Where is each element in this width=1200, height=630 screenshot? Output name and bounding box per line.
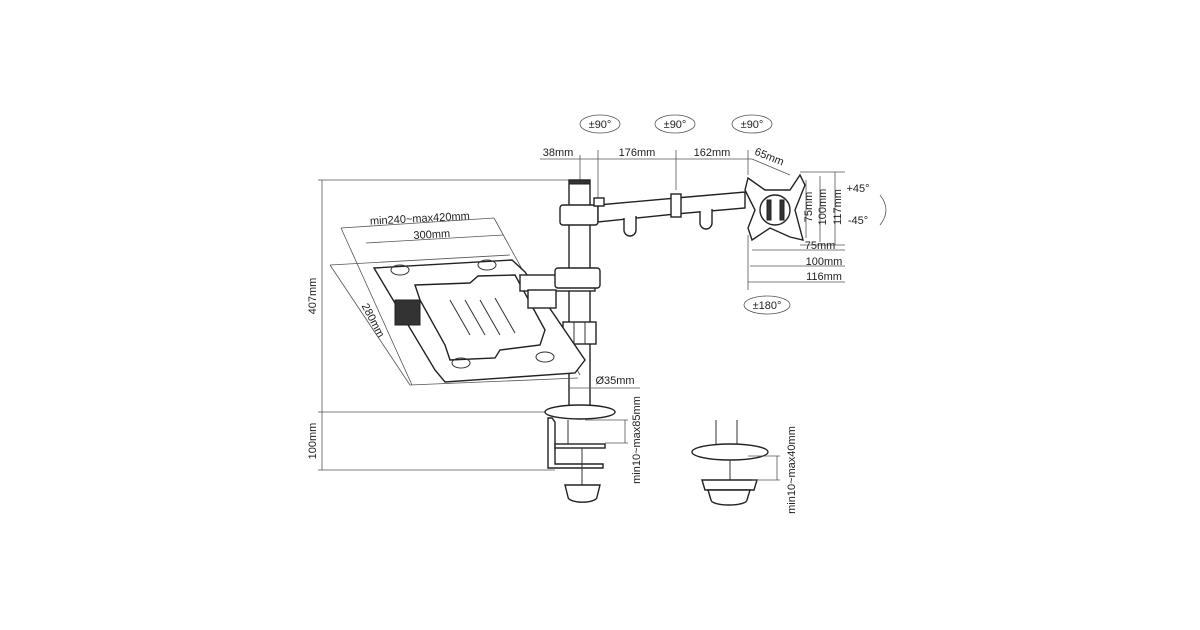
vesa-plate bbox=[744, 171, 887, 290]
tray-width-label: 300mm bbox=[413, 228, 450, 242]
vesa-horizontal-100-label: 100mm bbox=[806, 256, 843, 268]
arm-segment-2-label: 162mm bbox=[694, 147, 731, 159]
svg-text:±180°: ±180° bbox=[753, 300, 782, 312]
rotation-label-joint2: ±90° bbox=[654, 114, 696, 134]
svg-text:±90°: ±90° bbox=[589, 119, 612, 131]
height-dimension-lines bbox=[318, 179, 580, 471]
svg-text:±90°: ±90° bbox=[664, 119, 687, 131]
head-depth-label: 65mm bbox=[753, 146, 786, 169]
rotation-label-joint3: ±90° bbox=[731, 114, 773, 134]
arm-dimension-line bbox=[540, 150, 791, 200]
rotation-label-joint1: ±90° bbox=[579, 114, 621, 134]
pole-diameter-label: Ø35mm bbox=[595, 375, 634, 387]
vesa-horizontal-116-label: 116mm bbox=[806, 271, 842, 283]
vesa-vertical-100-label: 100mm bbox=[817, 189, 829, 226]
pole-height-label: 407mm bbox=[307, 278, 319, 315]
tray-depth-label: 280mm bbox=[359, 302, 387, 340]
tilt-down-label: -45° bbox=[848, 215, 868, 227]
arm-segment-1-label: 176mm bbox=[619, 147, 656, 159]
laptop-tray bbox=[329, 217, 601, 386]
tilt-up-label: +45° bbox=[846, 183, 869, 195]
clamp-range-label: min10~max85mm bbox=[631, 396, 643, 484]
vesa-horizontal-75-label: 75mm bbox=[805, 240, 836, 252]
rotation-label-vesa: ±180° bbox=[743, 295, 791, 315]
pole-offset-label: 38mm bbox=[543, 147, 574, 159]
vesa-vertical-117-label: 117mm bbox=[832, 189, 844, 225]
vesa-vertical-75-label: 75mm bbox=[803, 192, 815, 223]
monitor-arm bbox=[559, 191, 746, 237]
desk-clamp bbox=[544, 404, 628, 503]
clamp-height-label: 100mm bbox=[307, 423, 319, 460]
grommet-clamp bbox=[691, 420, 780, 506]
svg-text:±90°: ±90° bbox=[741, 119, 764, 131]
grommet-range-label: min10~max40mm bbox=[786, 426, 798, 514]
tray-width-range-label: min240~max420mm bbox=[370, 210, 470, 227]
